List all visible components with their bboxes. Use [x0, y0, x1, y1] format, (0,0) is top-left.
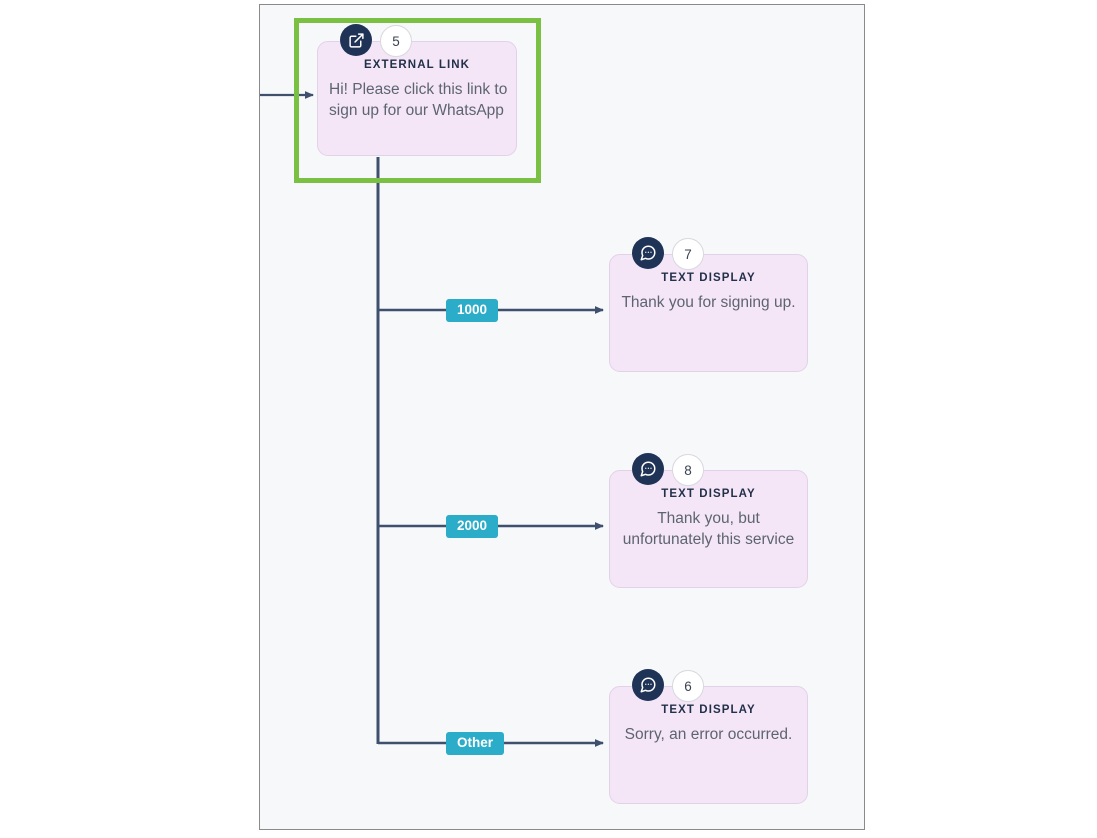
flow-node-5[interactable]: 5 EXTERNAL LINK Hi! Please click this li… [317, 24, 517, 156]
node-body-text: Sorry, an error occurred. [624, 726, 793, 743]
node-header-connector [698, 254, 710, 255]
node-header-connector [698, 686, 710, 687]
selected-node-highlight [294, 18, 541, 183]
node-number-badge: 7 [672, 238, 704, 270]
flowchart-canvas[interactable]: 5 EXTERNAL LINK Hi! Please click this li… [259, 4, 865, 830]
chat-bubble-icon[interactable] [632, 453, 664, 485]
node-body-text: Hi! Please click this link to sign up fo… [329, 81, 508, 119]
flow-node-7[interactable]: 7 TEXT DISPLAY Thank you for signing up. [609, 237, 808, 372]
node-type-label: EXTERNAL LINK [363, 59, 471, 71]
chat-bubble-icon[interactable] [632, 237, 664, 269]
edge-label-2000[interactable]: 2000 [446, 515, 499, 538]
node-number-badge: 6 [672, 670, 704, 702]
node-header-connector [698, 470, 710, 471]
node-number-badge: 5 [380, 25, 412, 57]
node-body-text: Thank you for signing up. [621, 294, 796, 311]
flow-node-6[interactable]: 6 TEXT DISPLAY Sorry, an error occurred. [609, 669, 808, 804]
node-type-label: TEXT DISPLAY [661, 704, 756, 716]
chat-bubble-icon[interactable] [632, 669, 664, 701]
edge-label-other[interactable]: Other [446, 732, 505, 755]
flow-node-8[interactable]: 8 TEXT DISPLAY Thank you, but unfortunat… [609, 453, 808, 588]
node-type-label: TEXT DISPLAY [661, 272, 756, 284]
node-number-badge: 8 [672, 454, 704, 486]
node-header-connector [406, 41, 418, 42]
node-type-label: TEXT DISPLAY [661, 488, 756, 500]
node-body-text: Thank you, but unfortunately this servic… [622, 510, 795, 548]
external-link-icon[interactable] [340, 24, 372, 56]
edge-label-1000[interactable]: 1000 [446, 299, 499, 322]
